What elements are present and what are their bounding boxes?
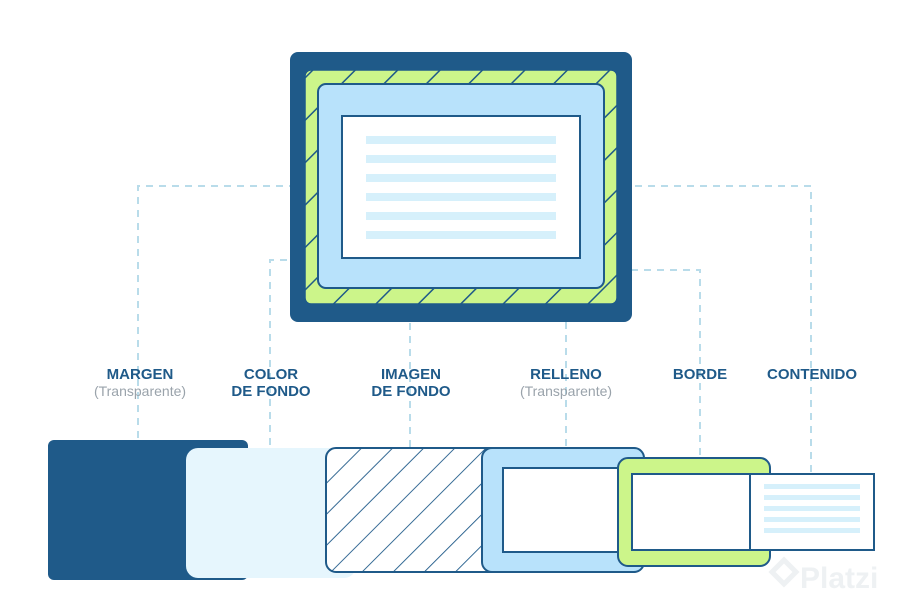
- label-contenido-title: CONTENIDO: [767, 366, 857, 383]
- label-color-fondo-line1: COLOR: [243, 366, 299, 383]
- layer-borde: [617, 457, 771, 567]
- layer-color-fondo: [186, 448, 356, 578]
- label-margen-sub: (Transparente): [93, 383, 187, 399]
- connector-contenido: [622, 185, 812, 476]
- label-borde: BORDE: [660, 366, 740, 383]
- composite-box: [290, 52, 632, 322]
- platzi-logo-icon: [768, 556, 800, 588]
- label-imagen-fondo: IMAGEN DE FONDO: [356, 366, 466, 400]
- label-margen-title: MARGEN: [106, 366, 174, 383]
- label-contenido: CONTENIDO: [756, 366, 868, 383]
- connector-margen: [137, 185, 296, 476]
- label-borde-title: BORDE: [672, 366, 728, 383]
- layer-relleno: [481, 447, 645, 573]
- platzi-watermark: Platzi: [800, 562, 879, 595]
- label-margen: MARGEN (Transparente): [80, 366, 200, 400]
- label-color-fondo-line2: DE FONDO: [231, 383, 311, 400]
- label-imagen-fondo-line1: IMAGEN: [381, 366, 441, 383]
- connector-lines: [137, 185, 812, 476]
- connector-borde: [618, 269, 701, 462]
- label-imagen-fondo-line2: DE FONDO: [371, 383, 451, 400]
- label-color-fondo: COLOR DE FONDO: [216, 366, 326, 400]
- layer-imagen-fondo: [325, 447, 507, 573]
- label-relleno: RELLENO (Transparente): [506, 366, 626, 400]
- connector-color-fondo: [269, 259, 300, 476]
- label-relleno-sub: (Transparente): [519, 383, 613, 399]
- border-layer-outline: [304, 69, 618, 305]
- label-relleno-title: RELLENO: [530, 366, 602, 383]
- content-text-lines: [366, 136, 556, 239]
- layer-contenido: [749, 473, 875, 551]
